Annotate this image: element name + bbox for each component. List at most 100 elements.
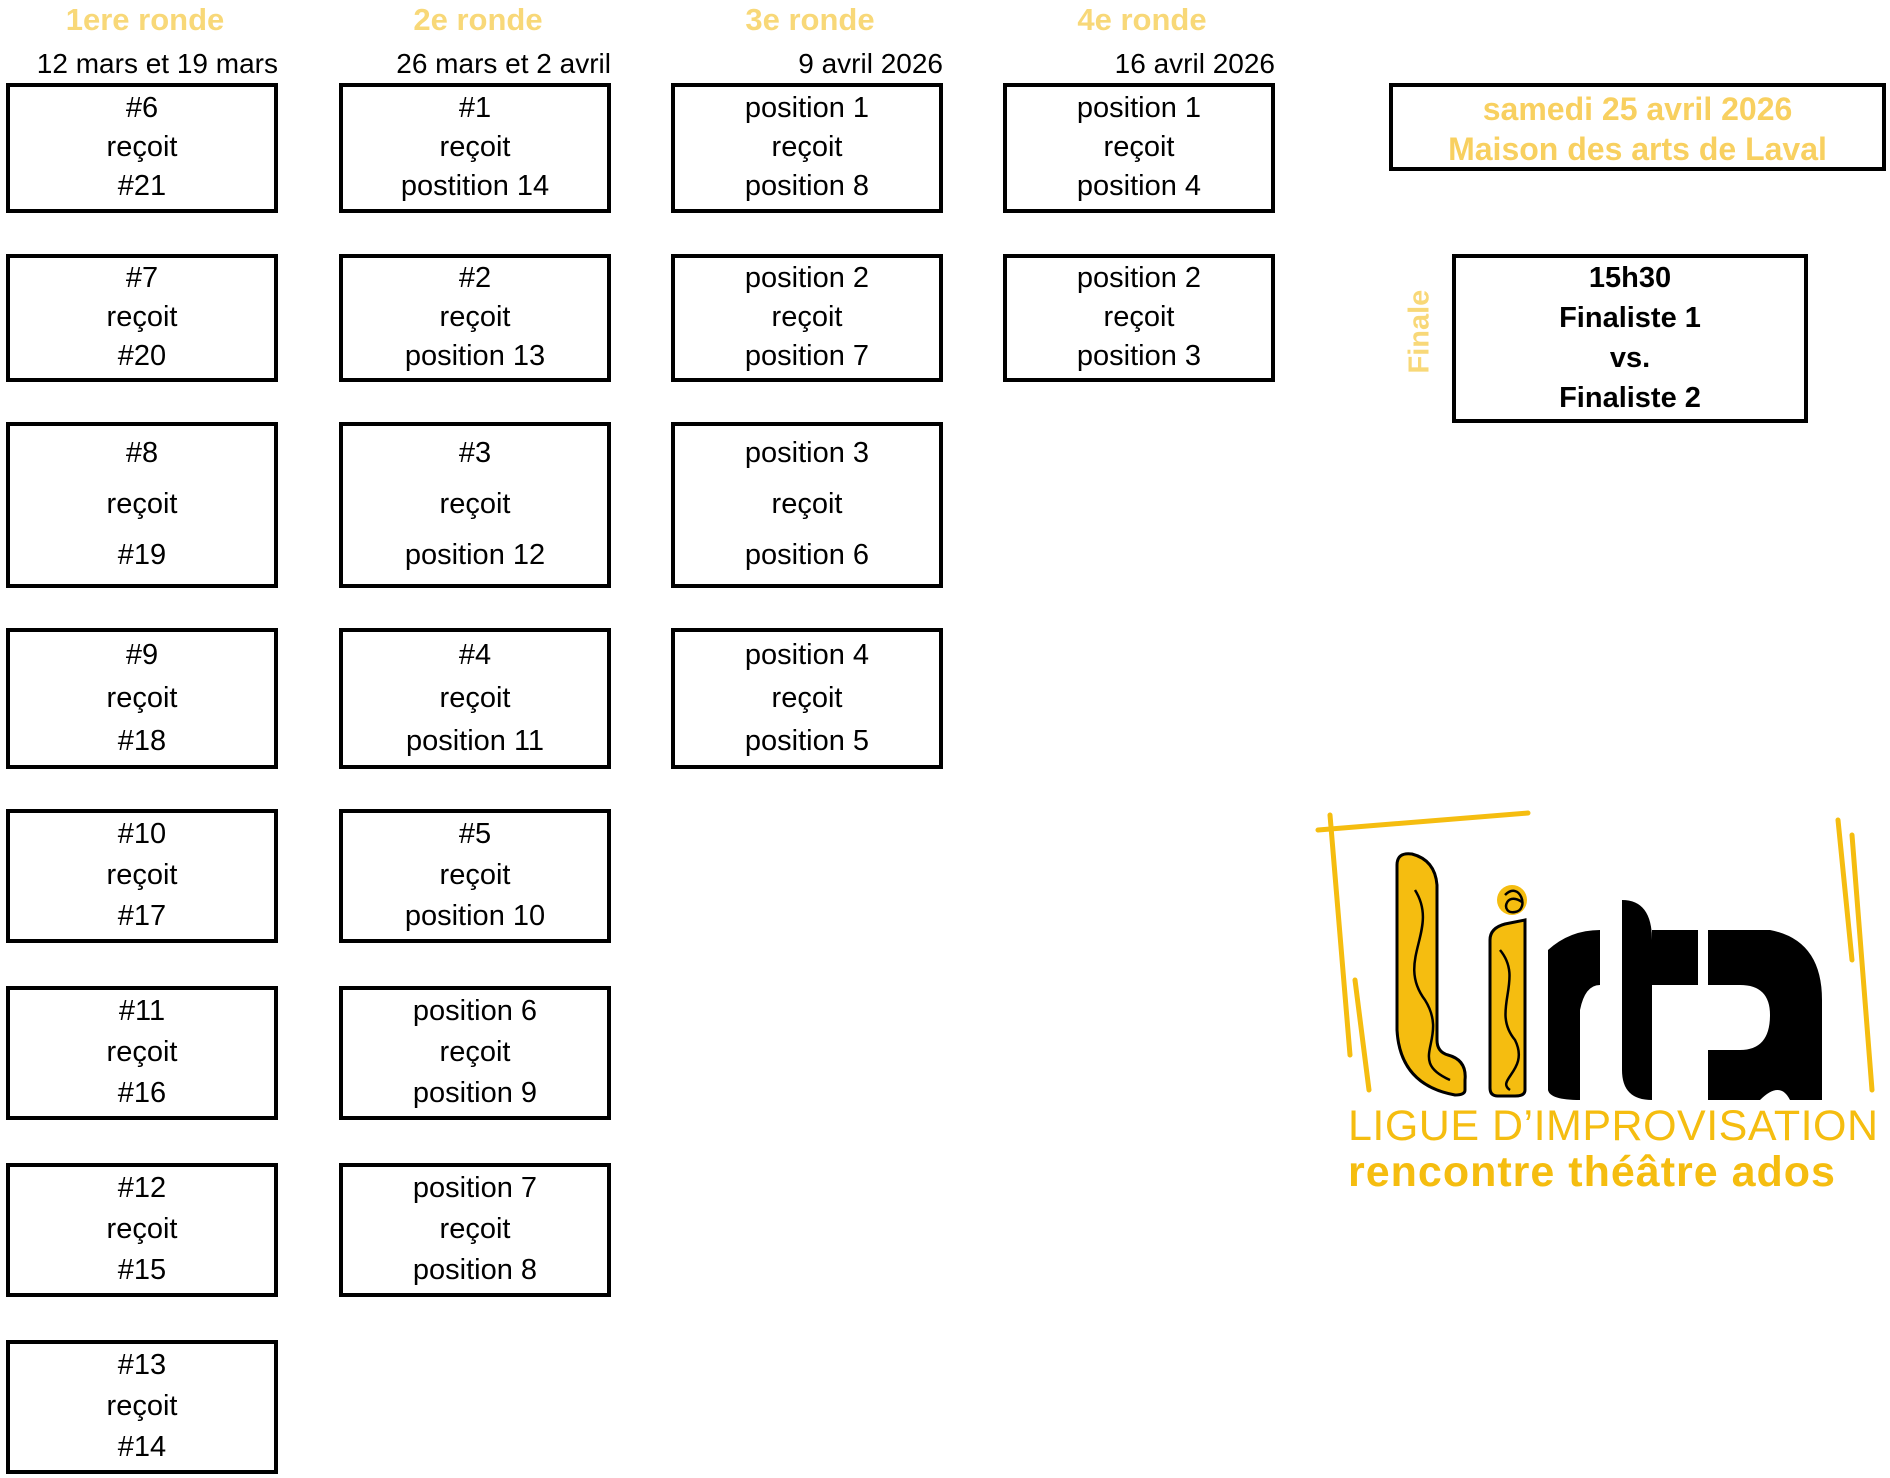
- receives-label: reçoit: [106, 1036, 178, 1069]
- home-team: position 3: [744, 436, 870, 469]
- round-date: 16 avril 2026: [1114, 48, 1275, 79]
- final-date: samedi 25 avril 2026: [1482, 91, 1793, 127]
- receives-label: reçoit: [771, 301, 843, 334]
- away-team: position 12: [404, 539, 546, 572]
- home-team: #11: [118, 995, 166, 1028]
- round-date: 9 avril 2026: [798, 48, 943, 79]
- receives-label: reçoit: [439, 681, 511, 714]
- finalist-2: Finaliste 2: [1559, 382, 1701, 415]
- away-team: #14: [117, 1430, 167, 1463]
- away-team: position 7: [744, 339, 870, 372]
- home-team: #7: [125, 262, 159, 295]
- home-team: #9: [125, 638, 159, 671]
- home-team: position 4: [744, 638, 870, 671]
- away-team: #19: [117, 539, 167, 572]
- match-box: #6 reçoit #21: [6, 83, 278, 213]
- home-team: #1: [458, 91, 492, 124]
- round-title: 1ere ronde: [65, 2, 225, 37]
- away-team: position 4: [1076, 170, 1202, 203]
- finale-label: Finale: [1403, 289, 1436, 374]
- match-box: position 1 reçoit position 8: [671, 83, 943, 213]
- home-team: position 7: [412, 1172, 538, 1205]
- receives-label: reçoit: [439, 301, 511, 334]
- home-team: position 1: [744, 91, 870, 124]
- versus: vs.: [1609, 342, 1651, 375]
- away-team: #21: [117, 170, 167, 203]
- home-team: #10: [117, 818, 167, 851]
- round-date: 26 mars et 2 avril: [396, 48, 611, 79]
- receives-label: reçoit: [771, 681, 843, 714]
- away-team: #18: [117, 724, 167, 757]
- match-box: position 3 reçoit position 6: [671, 422, 943, 588]
- away-team: position 6: [744, 539, 870, 572]
- away-team: #15: [117, 1253, 167, 1286]
- receives-label: reçoit: [106, 859, 178, 892]
- receives-label: reçoit: [771, 131, 843, 164]
- match-box: position 2 reçoit position 7: [671, 254, 943, 382]
- away-team: postition 14: [400, 170, 550, 203]
- home-team: #13: [117, 1349, 167, 1382]
- match-box: position 4 reçoit position 5: [671, 628, 943, 769]
- match-box: #3 reçoit position 12: [339, 422, 611, 588]
- logo-tagline-2: rencontre théâtre ados: [1348, 1148, 1836, 1196]
- round-title: 3e ronde: [745, 2, 875, 37]
- round-date: 12 mars et 19 mars: [36, 48, 278, 79]
- final-match-box: 15h30 Finaliste 1 vs. Finaliste 2: [1452, 254, 1808, 423]
- receives-label: reçoit: [1103, 301, 1175, 334]
- home-team: #8: [125, 436, 159, 469]
- match-box: #10 reçoit #17: [6, 809, 278, 943]
- receives-label: reçoit: [439, 1213, 511, 1246]
- away-team: position 11: [405, 724, 545, 757]
- match-box: #12 reçoit #15: [6, 1163, 278, 1297]
- home-team: #5: [458, 818, 492, 851]
- home-team: #3: [458, 436, 492, 469]
- receives-label: reçoit: [439, 859, 511, 892]
- final-venue: Maison des arts de Laval: [1448, 131, 1827, 167]
- home-team: #6: [125, 91, 159, 124]
- match-box: #7 reçoit #20: [6, 254, 278, 382]
- receives-label: reçoit: [439, 488, 511, 521]
- home-team: position 2: [1076, 262, 1202, 295]
- receives-label: reçoit: [106, 488, 178, 521]
- logo-tagline-1: LIGUE D’IMPROVISATION: [1348, 1102, 1879, 1150]
- away-team: position 5: [744, 724, 870, 757]
- lirta-logo-mark: [1315, 810, 1875, 1100]
- match-box: #9 reçoit #18: [6, 628, 278, 769]
- round-title: 2e ronde: [413, 2, 543, 37]
- away-team: position 8: [412, 1253, 538, 1286]
- match-box: #11 reçoit #16: [6, 986, 278, 1120]
- home-team: position 6: [412, 995, 538, 1028]
- match-box: position 6 reçoit position 9: [339, 986, 611, 1120]
- away-team: position 10: [404, 899, 546, 932]
- home-team: #12: [117, 1172, 167, 1205]
- match-box: #4 reçoit position 11: [339, 628, 611, 769]
- match-box: position 7 reçoit position 8: [339, 1163, 611, 1297]
- home-team: position 2: [744, 262, 870, 295]
- receives-label: reçoit: [106, 1213, 178, 1246]
- finalist-1: Finaliste 1: [1559, 301, 1701, 334]
- away-team: position 8: [744, 170, 870, 203]
- receives-label: reçoit: [439, 1036, 511, 1069]
- home-team: position 1: [1076, 91, 1202, 124]
- away-team: position 9: [412, 1076, 538, 1109]
- receives-label: reçoit: [771, 488, 843, 521]
- away-team: #20: [117, 339, 167, 372]
- round-title: 4e ronde: [1077, 2, 1207, 37]
- home-team: #2: [458, 262, 492, 295]
- lirta-logo: LIGUE D’IMPROVISATION rencontre théâtre …: [1300, 800, 1880, 1200]
- receives-label: reçoit: [106, 301, 178, 334]
- match-box: #1 reçoit postition 14: [339, 83, 611, 213]
- receives-label: reçoit: [439, 131, 511, 164]
- away-team: #17: [117, 899, 167, 932]
- receives-label: reçoit: [106, 131, 178, 164]
- match-box: #8 reçoit #19: [6, 422, 278, 588]
- receives-label: reçoit: [106, 681, 178, 714]
- away-team: #16: [117, 1076, 167, 1109]
- away-team: position 3: [1076, 339, 1202, 372]
- home-team: #4: [458, 638, 492, 671]
- match-box: #5 reçoit position 10: [339, 809, 611, 943]
- away-team: position 13: [404, 339, 546, 372]
- final-date-box: samedi 25 avril 2026 Maison des arts de …: [1389, 83, 1886, 171]
